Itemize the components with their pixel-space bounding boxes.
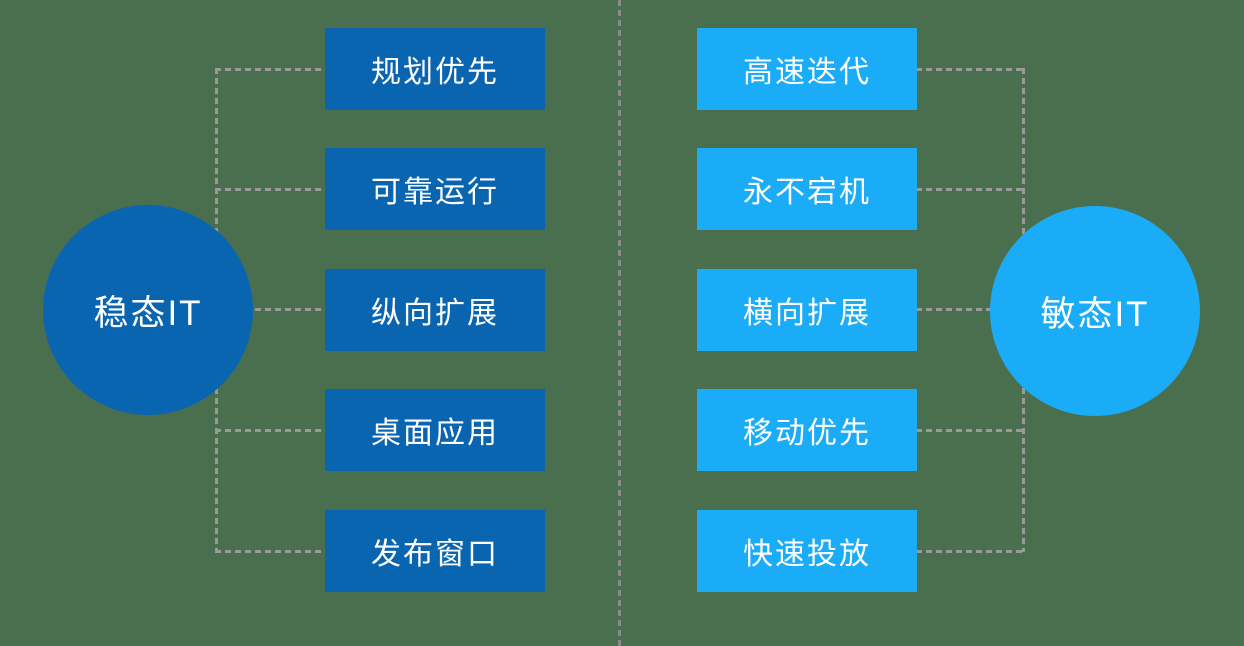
agile-it-box-rapid-iteration: 高速迭代 [697, 28, 917, 110]
stable-it-box-vertical-scaling: 纵向扩展 [325, 269, 545, 351]
right-connector-row2 [916, 188, 1025, 191]
left-connector-row3 [215, 308, 326, 311]
stable-it-box-desktop-apps: 桌面应用 [325, 389, 545, 471]
stable-it-box-release-window: 发布窗口 [325, 510, 545, 592]
agile-it-box-fast-launch: 快速投放 [697, 510, 917, 592]
right-connector-row5 [916, 550, 1025, 553]
left-connector-row5 [215, 550, 326, 553]
right-connector-row4 [916, 429, 1025, 432]
right-connector-row1 [916, 68, 1025, 71]
left-connector-row4 [215, 429, 326, 432]
stable-it-box-planning-first: 规划优先 [325, 28, 545, 110]
agile-it-box-never-down: 永不宕机 [697, 148, 917, 230]
agile-it-circle: 敏态IT [990, 206, 1200, 416]
stable-it-circle: 稳态IT [43, 205, 253, 415]
agile-it-box-mobile-first: 移动优先 [697, 389, 917, 471]
center-dashed-divider [618, 0, 621, 646]
stable-it-box-reliable-operation: 可靠运行 [325, 148, 545, 230]
agile-it-box-horizontal-scaling: 横向扩展 [697, 269, 917, 351]
left-connector-row1 [215, 68, 326, 71]
left-connector-row2 [215, 188, 326, 191]
right-connector-row3 [916, 308, 1025, 311]
